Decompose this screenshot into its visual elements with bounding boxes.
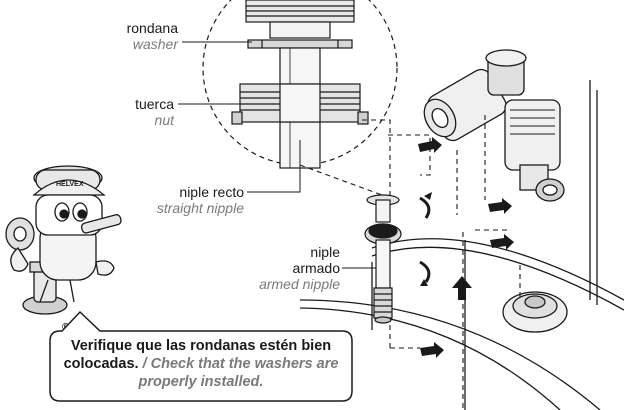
valve-assembly [423,49,565,202]
label-straight-nipple: niple recto straight nipple [120,184,244,216]
sink-countertop [299,80,624,410]
drain-cap [502,291,568,333]
arrow-right [490,234,514,250]
label-washer: rondana washer [100,20,178,52]
label-nut: tuerca nut [110,96,174,128]
label-leaders [178,41,378,269]
speech-bubble [49,310,353,402]
helvex-mascot [5,165,122,315]
callout-en: / Check that the washers are properly in… [138,356,339,390]
label-straight-nipple-es: niple recto [179,184,244,200]
arrow-right [420,342,444,358]
label-washer-en: washer [132,36,178,52]
label-armed-nipple-en: armed nipple [259,276,340,292]
instruction-callout: Verifique que las rondanas estén bien co… [50,331,352,401]
mascot-cap-text: HELVEX [56,181,84,188]
label-armed-nipple-es-2: armado [292,260,340,276]
rotation-arrows [419,196,431,283]
label-armed-nipple-es-1: niple [310,244,340,260]
direction-arrows [418,137,514,358]
label-nut-en: nut [154,112,174,128]
arrow-right [488,198,512,214]
exploded-nipple [364,194,402,324]
label-straight-nipple-en: straight nipple [156,200,244,216]
projection-lines [299,115,521,410]
arrow-up [452,276,472,300]
callout-text: Verifique que las rondanas estén bien co… [56,337,346,391]
arrow-right [418,137,442,153]
label-washer-es: rondana [126,20,178,36]
label-nut-es: tuerca [135,96,174,112]
callout-es: Verifique que las rondanas estén bien co… [63,338,332,372]
label-armed-nipple: niple armado armed nipple [240,244,340,292]
